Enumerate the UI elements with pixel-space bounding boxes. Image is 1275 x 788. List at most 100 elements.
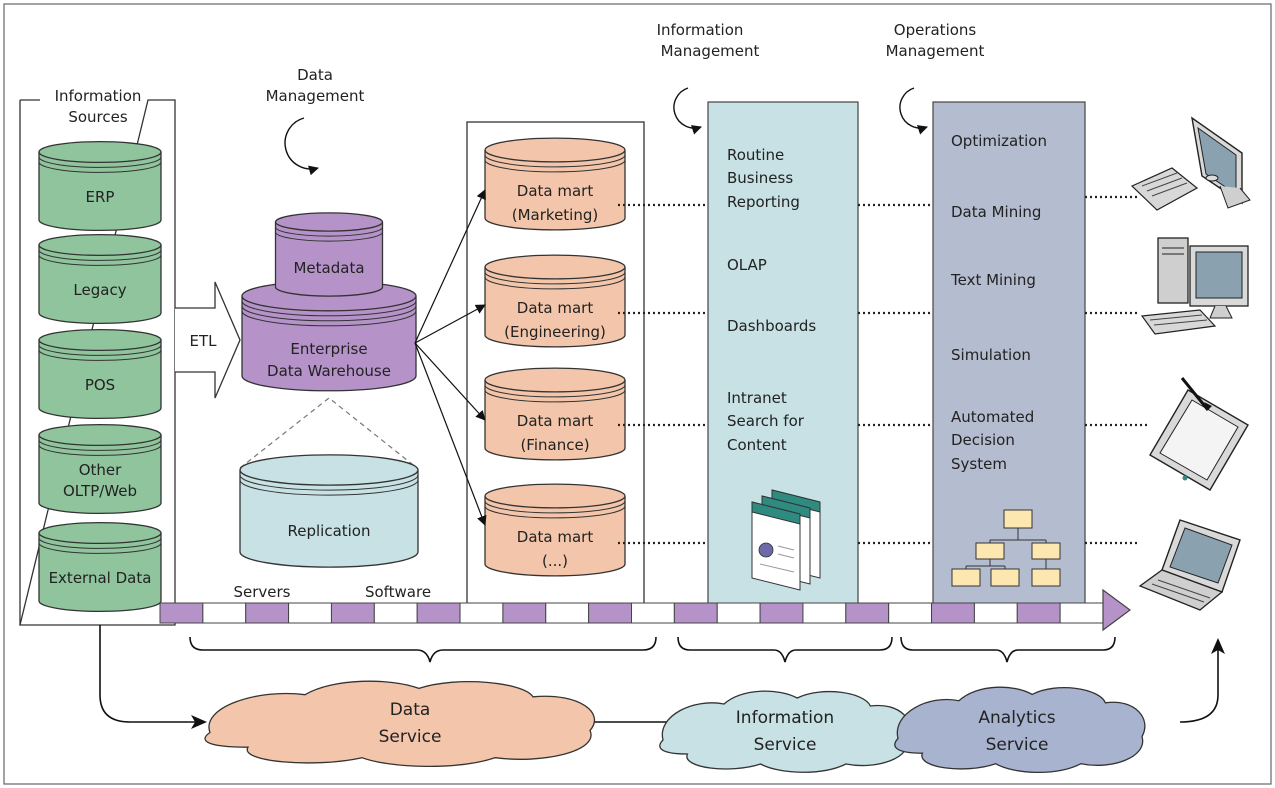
tablet-pen-icon (1149, 377, 1249, 491)
datamart-label-line2: (Engineering) (504, 323, 606, 341)
ops-item-decision-line3: System (951, 455, 1007, 473)
band-cell (631, 602, 675, 624)
source-db-legacy: Legacy (38, 233, 162, 325)
cycle-arrow-icon (899, 87, 928, 135)
ops-item-optimization: Optimization (951, 132, 1047, 150)
info-item-search-line2: Search for (727, 412, 805, 430)
band-cell (202, 602, 247, 624)
edw-to-datamart-arrows (414, 189, 487, 526)
analytics-service-line1: Analytics (978, 708, 1055, 728)
replication-db: Replication (239, 454, 419, 568)
data-service-line1: Data (390, 700, 431, 720)
info-item-olap: OLAP (727, 256, 767, 274)
data-management-line2: Management (266, 87, 365, 105)
sources-title-line2: Sources (68, 108, 128, 126)
information-management-items: Routine Business Reporting OLAP Dashboar… (727, 146, 816, 454)
grouping-braces (189, 636, 1116, 663)
info-item-reporting-line2: Business (727, 169, 793, 187)
band-cell (373, 602, 418, 624)
band-cell (588, 602, 632, 624)
org-chart-icon (951, 509, 1061, 587)
datamart-label-line1: Data mart (517, 412, 594, 430)
source-db-external-data: External Data (38, 521, 162, 613)
source-db-erp: ERP (38, 140, 162, 232)
operations-management-items: Optimization Data Mining Text Mining Sim… (950, 132, 1047, 473)
band-cell (1016, 602, 1061, 624)
band-arrowhead (1102, 588, 1132, 632)
band-cell (759, 602, 804, 624)
operations-management-header: Operations Management (886, 21, 985, 135)
datamart-label-line2: (Marketing) (512, 206, 598, 224)
outer-frame (3, 3, 1272, 785)
band-cell (288, 602, 332, 624)
source-db-pos: POS (38, 328, 162, 420)
ops-item-text-mining: Text Mining (950, 271, 1036, 289)
band-cell (416, 602, 461, 624)
analytics-service-line2: Service (986, 735, 1049, 755)
band-cell (931, 602, 975, 624)
workstation-icon (1140, 237, 1249, 335)
ops-item-simulation: Simulation (951, 346, 1031, 364)
info-mgmt-title-line1: Information (657, 21, 744, 39)
analytics-service-cloud-shape (894, 686, 1146, 774)
data-service-line2: Service (379, 727, 442, 747)
source-db-label: POS (85, 376, 115, 394)
metadata-label: Metadata (293, 259, 364, 277)
datamart-cylinder: Data mart(Finance) (484, 367, 626, 461)
ops-mgmt-title-line2: Management (886, 42, 985, 60)
band-cell (502, 602, 547, 624)
band-cell (245, 602, 290, 624)
info-item-dashboards: Dashboards (727, 317, 816, 335)
source-db-label-line1: Other (79, 461, 122, 479)
band-servers-label: Servers (233, 583, 290, 601)
sources-title-line1: Information (55, 87, 142, 105)
data-service-cloud-shape (204, 680, 596, 768)
sources-to-data-service-arrow (99, 625, 207, 729)
datamart-label-line1: Data mart (517, 182, 594, 200)
report-pages-icon (751, 489, 821, 591)
info-item-search-line3: Content (727, 436, 787, 454)
band-cell (545, 602, 590, 624)
datamart-cylinder: Data mart(...) (484, 483, 626, 577)
band-cell (802, 602, 847, 624)
dotted-connectors (618, 195, 1148, 545)
desktop-computer-icon (1130, 116, 1251, 211)
band-cell (716, 602, 761, 624)
edw-label-line2: Data Warehouse (267, 362, 391, 380)
laptop-icon (1138, 519, 1241, 611)
analytics-to-devices-arrow (1179, 638, 1225, 723)
info-service-line1: Information (736, 708, 834, 728)
etl-label: ETL (190, 332, 218, 350)
band-cell (1059, 602, 1104, 624)
source-db-label: Legacy (73, 281, 126, 299)
etl-arrow: ETL (175, 281, 241, 399)
info-mgmt-title-line2: Management (661, 42, 760, 60)
band-cell (159, 602, 204, 624)
source-db-label-line2: OLTP/Web (63, 482, 137, 500)
band-cell (845, 602, 890, 624)
metadata-cylinder: Metadata (274, 212, 384, 297)
replication-cylinder: Replication (239, 454, 419, 568)
info-service-line2: Service (754, 735, 817, 755)
edw-label-line1: Enterprise (290, 340, 367, 358)
replication-label: Replication (287, 522, 370, 540)
information-management-header: Information Management (657, 21, 760, 135)
info-service-cloud-shape (659, 690, 911, 773)
ops-mgmt-title-line1: Operations (894, 21, 977, 39)
data-management-group: Data Management (266, 66, 365, 176)
cycle-arrow-icon (673, 87, 702, 135)
datamart-label-line2: (...) (542, 552, 568, 570)
band-cell (673, 602, 718, 624)
infrastructure-band (159, 602, 1104, 624)
band-cell (330, 602, 375, 624)
datamart-cylinder: Data mart (Marketing) (484, 137, 626, 231)
data-management-line1: Data (297, 66, 333, 84)
source-db-label: ERP (86, 188, 115, 206)
